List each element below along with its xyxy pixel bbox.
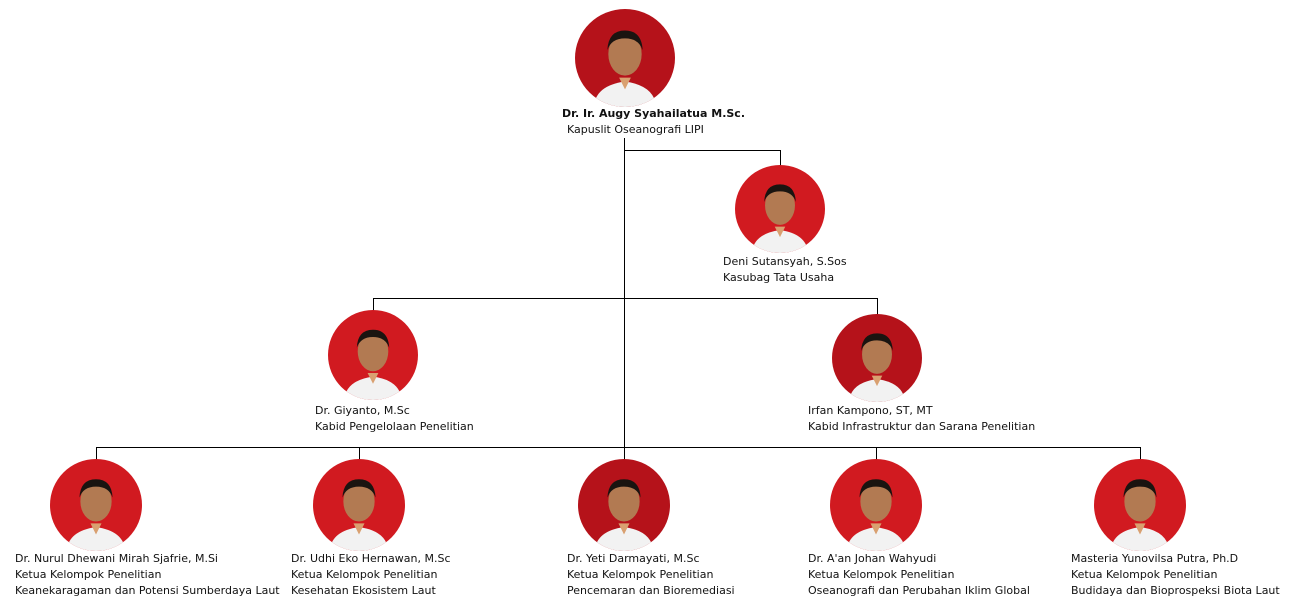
connector-group-5: [1140, 447, 1141, 460]
person-title: Ketua Kelompok Penelitian: [567, 568, 714, 581]
person-label: Irfan Kampono, ST, MT Kabid Infrastruktur…: [808, 403, 1035, 435]
person-photo: [313, 459, 405, 551]
person-avatar-icon: [344, 329, 402, 400]
person-photo: [735, 165, 825, 253]
person-photo: [578, 459, 670, 551]
person-name: Dr. Yeti Darmayati, M.Sc: [567, 552, 700, 565]
person-title: Ketua Kelompok Penelitian: [808, 568, 955, 581]
person-photo: [50, 459, 142, 551]
person-name: Masteria Yunovilsa Putra, Ph.D: [1071, 552, 1239, 565]
person-title: Ketua Kelompok Penelitian: [15, 568, 162, 581]
person-avatar-icon: [594, 479, 654, 551]
person-unit: Pencemaran dan Bioremediasi: [567, 584, 735, 597]
person-title: Kasubag Tata Usaha: [723, 271, 835, 284]
person-name: Dr. Nurul Dhewani Mirah Sjafrie, M.Si: [15, 552, 218, 565]
person-name: Deni Sutansyah, S.Sos: [723, 255, 847, 268]
person-label: Dr. Ir. Augy Syahailatua M.Sc. Kapuslit O…: [562, 106, 745, 138]
person-photo: [1094, 459, 1186, 551]
person-name: Irfan Kampono, ST, MT: [808, 404, 933, 417]
connector-staff-v: [780, 150, 781, 166]
person-label: Masteria Yunovilsa Putra, Ph.D Ketua Kelo…: [1071, 551, 1280, 599]
person-photo: [575, 9, 675, 107]
person-avatar-icon: [593, 30, 657, 107]
person-avatar-icon: [329, 479, 389, 551]
person-unit: Oseanografi dan Perubahan Iklim Global: [808, 584, 1030, 597]
connector-division-right: [877, 298, 878, 315]
connector-staff-h: [624, 150, 781, 151]
person-title: Ketua Kelompok Penelitian: [291, 568, 438, 581]
person-title: Kapuslit Oseanografi LIPI: [567, 123, 704, 136]
connector-division-left: [373, 298, 374, 311]
connector-group-h: [96, 447, 1141, 448]
person-title: Kabid Infrastruktur dan Sarana Penelitia…: [808, 420, 1036, 433]
person-unit: Kesehatan Ekosistem Laut: [291, 584, 436, 597]
person-photo: [832, 314, 922, 402]
person-name: Dr. A'an Johan Wahyudi: [808, 552, 937, 565]
person-photo: [830, 459, 922, 551]
person-avatar-icon: [751, 184, 809, 253]
person-avatar-icon: [848, 333, 906, 402]
person-title: Ketua Kelompok Penelitian: [1071, 568, 1218, 581]
connector-trunk: [624, 138, 625, 460]
connector-division-h: [373, 298, 878, 299]
person-name: Dr. Udhi Eko Hernawan, M.Sc: [291, 552, 451, 565]
person-photo: [328, 310, 418, 400]
person-name: Dr. Ir. Augy Syahailatua M.Sc.: [562, 107, 745, 120]
connector-group-4: [876, 447, 877, 460]
person-avatar-icon: [846, 479, 906, 551]
person-unit: Budidaya dan Bioprospeksi Biota Laut: [1071, 584, 1280, 597]
person-avatar-icon: [1110, 479, 1170, 551]
connector-group-2: [359, 447, 360, 460]
person-unit: Keanekaragaman dan Potensi Sumberdaya La…: [15, 584, 280, 597]
person-name: Dr. Giyanto, M.Sc: [315, 404, 410, 417]
person-title: Kabid Pengelolaan Penelitian: [315, 420, 474, 433]
connector-group-1: [96, 447, 97, 460]
person-avatar-icon: [66, 479, 126, 551]
